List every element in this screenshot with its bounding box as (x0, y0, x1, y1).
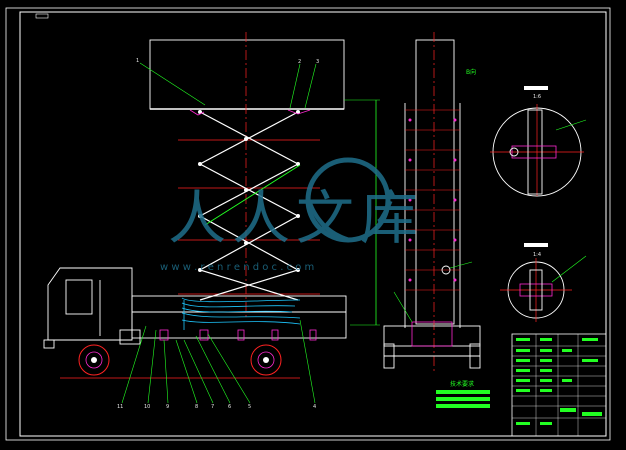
callout-10: 10 (144, 404, 150, 410)
front-wheel (78, 344, 110, 376)
pump-block-2 (199, 329, 209, 341)
detail-2-leader (551, 255, 587, 283)
detail-label-2: 1:4 (533, 252, 541, 258)
inner-border (19, 11, 607, 437)
pump-block-4 (271, 329, 279, 341)
stabilizer (119, 329, 141, 345)
hydraulic-lines (181, 297, 301, 330)
truck-cab (47, 267, 133, 341)
callout-1: 1 (136, 58, 139, 64)
callout-3: 3 (316, 59, 319, 65)
bottom-leaders (121, 319, 316, 404)
leader-2 (289, 63, 301, 109)
watermark: 人人文库 w w w . r e n r e n d o c . c o m (160, 157, 424, 273)
side-pin (441, 265, 451, 275)
base-housing (411, 321, 453, 347)
callout-9: 9 (166, 404, 169, 410)
view-label-b: B向 (466, 68, 476, 76)
detail-1-bolt (511, 145, 557, 159)
detail-label-1: 1:6 (533, 94, 541, 100)
notes-lines (436, 390, 490, 408)
pump-block-3 (237, 329, 245, 341)
detail-2-bolt (519, 283, 553, 297)
outer-border (5, 7, 611, 441)
callout-6: 6 (228, 404, 231, 410)
pump-block-5 (309, 329, 317, 341)
wheel-right (469, 343, 481, 369)
leader-1 (139, 62, 206, 106)
platform (149, 39, 345, 110)
detail-2-body (529, 269, 543, 311)
watermark-url: w w w . r e n r e n d o c . c o m (160, 262, 314, 273)
pin-leader (449, 261, 473, 269)
rear-wheel (250, 344, 282, 376)
detail-1-leader (555, 119, 587, 131)
pivot-joints (198, 110, 300, 272)
title-block (511, 333, 607, 437)
side-view (43, 32, 380, 404)
hydraulic-cylinder (204, 164, 301, 226)
base-leader (393, 291, 413, 323)
detail-1-plate (527, 109, 543, 195)
watermark-circle (305, 157, 391, 243)
pump-block-1 (159, 329, 169, 341)
callout-7: 7 (211, 404, 214, 410)
base-frame (383, 325, 481, 347)
detail-1-nut (509, 147, 519, 157)
callout-5: 5 (248, 404, 251, 410)
detail-view-upper (490, 86, 587, 197)
callout-11: 11 (117, 404, 123, 410)
wheel-left (383, 343, 395, 369)
notes-title: 技术要求 (450, 380, 474, 388)
mast-pins (408, 118, 457, 282)
cab-window (65, 279, 93, 315)
callout-8: 8 (195, 404, 198, 410)
platform-hinge-left (189, 109, 205, 116)
mast-column (415, 39, 455, 325)
detail-label-bar-1 (524, 86, 548, 90)
bumper (43, 339, 55, 349)
watermark-logo-text: 人人文库 (168, 184, 424, 252)
end-view (383, 32, 481, 372)
corner-mark (35, 13, 49, 19)
platform-hinge-right (287, 109, 311, 115)
detail-view-lower (500, 243, 587, 322)
leader-3 (304, 63, 317, 109)
callout-2: 2 (298, 59, 301, 65)
detail-label-bar-2 (524, 243, 548, 247)
callout-4: 4 (313, 404, 316, 410)
mast-rungs (405, 109, 460, 291)
